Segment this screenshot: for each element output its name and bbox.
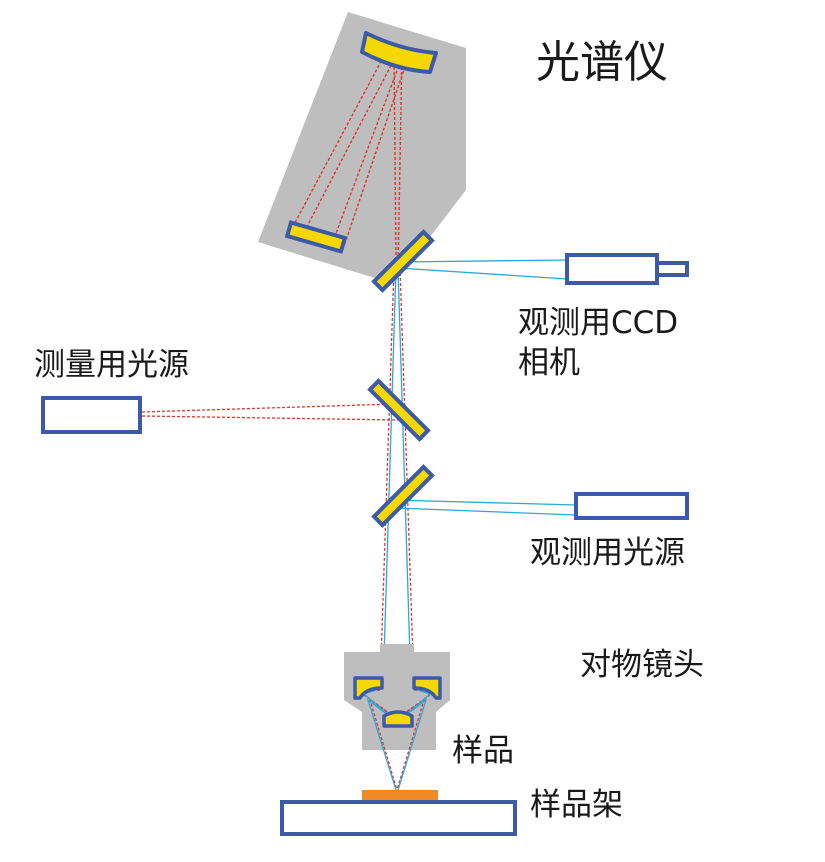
observation-light-source	[574, 492, 689, 520]
objective-housing	[344, 644, 450, 750]
beam-splitter-observe	[371, 464, 435, 528]
measurement-beam	[141, 403, 399, 421]
main-column-rays	[379, 267, 415, 691]
concave-mirror-top	[360, 31, 438, 74]
grating	[284, 220, 348, 254]
ccd-beam	[397, 259, 569, 280]
measurement-light-source	[41, 396, 142, 434]
sample-stage	[280, 800, 517, 836]
spectrometer-housing	[258, 12, 466, 284]
objective-mirror-center	[382, 710, 414, 728]
ccd-camera-label-line2: 相机	[518, 345, 580, 381]
observation-light-label: 观测用光源	[530, 535, 685, 571]
ccd-camera-body	[565, 253, 659, 285]
ccd-camera-lens	[655, 261, 689, 277]
spectrometer-red-rays	[289, 51, 411, 271]
spectrometer-label: 光谱仪	[536, 37, 668, 88]
objective-mirror-left	[353, 676, 384, 700]
ccd-camera-label-line1: 观测用CCD	[518, 305, 679, 341]
sample-stage-label: 样品架	[530, 787, 623, 823]
objective-lens-label: 对物镜头	[580, 647, 704, 683]
sample	[362, 790, 438, 802]
beam-splitter-ccd	[371, 229, 435, 293]
measurement-light-label: 测量用光源	[34, 347, 189, 383]
beam-splitter-measure	[367, 378, 431, 442]
objective-mirror-right	[412, 676, 442, 700]
sample-label: 样品	[452, 733, 514, 769]
observation-beam	[391, 499, 577, 516]
